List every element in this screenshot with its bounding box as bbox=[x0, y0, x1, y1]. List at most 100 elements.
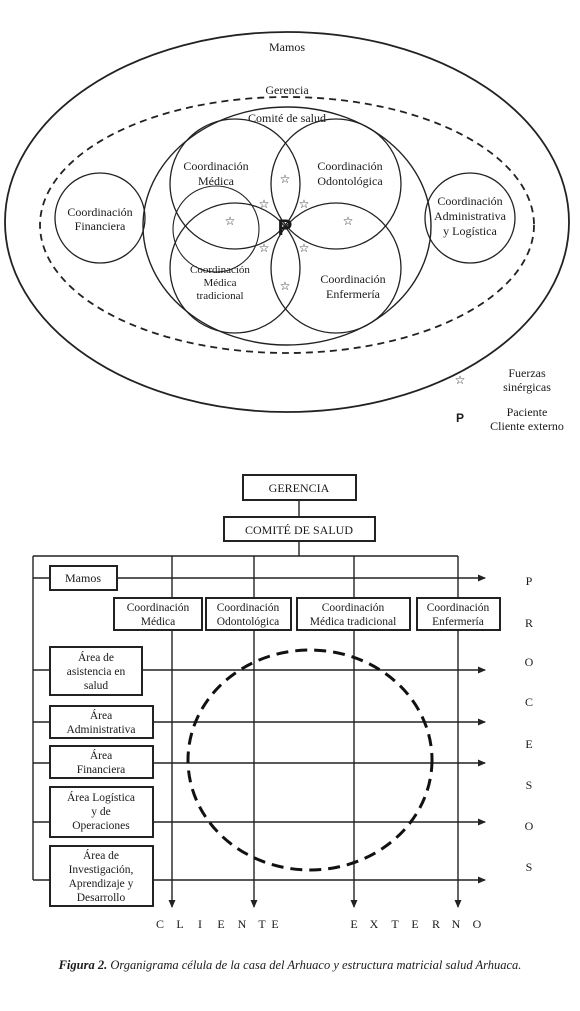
circle-coordinacion-medica bbox=[169, 118, 301, 250]
odonto-line-2: Odontológica bbox=[317, 174, 383, 188]
star-icon: ☆ bbox=[280, 172, 291, 186]
dashed-center-circle bbox=[186, 648, 434, 872]
circle-coordinacion-financiera bbox=[54, 172, 146, 264]
coord-box-odontologica-line-2: Odontológica bbox=[217, 616, 280, 628]
externo-letter: E bbox=[350, 917, 357, 931]
area-asistencia-line-2: asistencia en bbox=[67, 666, 126, 678]
comite-label: Comité de salud bbox=[248, 111, 326, 125]
coord-box-medica-line-1: Coordinación bbox=[127, 602, 190, 614]
legend-star-label-2: sinérgicas bbox=[503, 380, 551, 394]
area-investigacion-line-3: Aprendizaje y bbox=[69, 878, 134, 890]
medica-line-2: Médica bbox=[198, 174, 235, 188]
area-administrativa-line-2: Administrativa bbox=[67, 724, 136, 736]
area-asistencia-line-3: salud bbox=[84, 680, 109, 692]
administrativa-line-3: y Logística bbox=[443, 224, 497, 238]
star-icon: ☆ bbox=[299, 197, 310, 211]
medica-line-1: Coordinación bbox=[183, 159, 248, 173]
coord-box-enfermeria bbox=[416, 597, 501, 631]
circle-coordinacion-tradicional bbox=[169, 202, 301, 334]
tradicional-line-3: tradicional bbox=[196, 290, 243, 302]
procesos-letter: S bbox=[526, 860, 533, 874]
coord-box-enfermeria-line-1: Coordinación bbox=[427, 602, 490, 614]
area-financiera-line-1: Área bbox=[90, 748, 112, 762]
mamos-label: Mamos bbox=[269, 40, 305, 54]
inner-ellipse-comite bbox=[142, 106, 432, 346]
area-logistica-line-3: Operaciones bbox=[72, 820, 130, 832]
cliente-letter: L bbox=[176, 917, 183, 931]
administrativa-line-1: Coordinación bbox=[437, 194, 502, 208]
externo-letter: R bbox=[432, 917, 440, 931]
legend-p-letter: P bbox=[456, 411, 464, 425]
coord-box-odontologica-line-1: Coordinación bbox=[217, 602, 280, 614]
procesos-letter: C bbox=[525, 695, 533, 709]
tradicional-line-2: Médica bbox=[204, 277, 237, 289]
area-asistencia-line-1: Área de bbox=[78, 650, 114, 664]
financiera-line-2: Financiera bbox=[75, 219, 126, 233]
area-administrativa-line-1: Área bbox=[90, 708, 112, 722]
tradicional-line-1: Coordinación bbox=[190, 264, 250, 276]
externo-letter: T bbox=[391, 917, 399, 931]
patient-letter: P bbox=[278, 215, 293, 240]
procesos-letter: P bbox=[526, 574, 533, 588]
area-box-asistencia bbox=[49, 646, 143, 696]
cliente-letter: E bbox=[271, 917, 278, 931]
circle-coordinacion-administrativa bbox=[424, 172, 516, 264]
externo-letter: N bbox=[452, 917, 461, 931]
enfermeria-line-2: Enfermería bbox=[326, 287, 381, 301]
area-logistica-line-1: Área Logística bbox=[67, 790, 135, 804]
circle-coordinacion-enfermeria bbox=[270, 202, 402, 334]
venn-diagram: Mamos Gerencia Comité de salud Coordinac… bbox=[4, 31, 570, 413]
area-box-logistica bbox=[49, 786, 154, 838]
odonto-line-1: Coordinación bbox=[317, 159, 382, 173]
procesos-letter: R bbox=[525, 616, 533, 630]
area-investigacion-line-1: Área de bbox=[83, 848, 119, 862]
gerencia-box-label: GERENCIA bbox=[269, 481, 330, 495]
cliente-letter: C bbox=[156, 917, 164, 931]
coord-box-tradicional-line-2: Médica tradicional bbox=[310, 616, 397, 628]
circle-coordinacion-odontologica bbox=[270, 118, 402, 250]
coord-box-tradicional bbox=[296, 597, 411, 631]
procesos-letter: O bbox=[525, 819, 534, 833]
enfermeria-line-1: Coordinación bbox=[320, 272, 385, 286]
caption-label: Figura 2. bbox=[58, 958, 108, 972]
circle-center-medica bbox=[172, 185, 260, 273]
gerencia-box bbox=[242, 474, 357, 501]
cliente-letter: N bbox=[238, 917, 247, 931]
mamos-box bbox=[49, 565, 118, 591]
coord-box-medica-line-2: Médica bbox=[141, 616, 175, 628]
legend-p-label-1: Paciente bbox=[507, 405, 548, 419]
area-box-financiera bbox=[49, 745, 154, 779]
procesos-letter: O bbox=[525, 655, 534, 669]
financiera-line-1: Coordinación bbox=[67, 205, 132, 219]
procesos-letter: E bbox=[525, 737, 532, 751]
area-investigacion-line-4: Desarrollo bbox=[77, 892, 126, 904]
coord-box-odontologica bbox=[205, 597, 292, 631]
area-logistica-line-2: y de bbox=[91, 806, 110, 818]
star-icon: ☆ bbox=[343, 214, 354, 228]
comite-box-label: COMITÉ DE SALUD bbox=[245, 523, 353, 537]
legend-star-label-1: Fuerzas bbox=[508, 366, 546, 380]
star-icon: ☆ bbox=[299, 241, 310, 255]
legend-star-icon: ☆ bbox=[455, 373, 466, 387]
administrativa-line-2: Administrativa bbox=[434, 209, 507, 223]
area-box-investigacion bbox=[49, 845, 154, 907]
dashed-ellipse-gerencia bbox=[39, 96, 535, 354]
externo-letter: X bbox=[370, 917, 379, 931]
coord-box-medica bbox=[113, 597, 203, 631]
star-icon: ☆ bbox=[259, 241, 270, 255]
area-box-administrativa bbox=[49, 705, 154, 739]
procesos-letter: S bbox=[526, 778, 533, 792]
matrix-diagram: GERENCIA COMITÉ DE SALUD Mamos Coordi bbox=[32, 474, 534, 931]
cliente-letter: E bbox=[217, 917, 224, 931]
coord-box-enfermeria-line-2: Enfermería bbox=[432, 616, 484, 628]
star-icon: ☆ bbox=[225, 214, 236, 228]
legend: ☆ Fuerzas sinérgicas P Paciente Cliente … bbox=[455, 366, 564, 433]
star-icon: ☆ bbox=[259, 197, 270, 211]
star-icon: ☆ bbox=[280, 279, 291, 293]
cliente-letter: I bbox=[198, 917, 202, 931]
mamos-box-label: Mamos bbox=[65, 571, 101, 585]
externo-letter: O bbox=[473, 917, 482, 931]
coord-box-tradicional-line-1: Coordinación bbox=[322, 602, 385, 614]
externo-letter: E bbox=[411, 917, 418, 931]
legend-p-label-2: Cliente externo bbox=[490, 419, 564, 433]
